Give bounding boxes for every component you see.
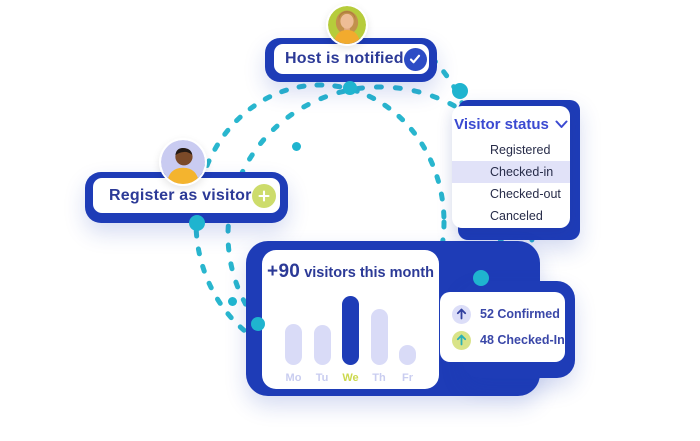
chart-title: +90 visitors this month	[262, 261, 439, 283]
stats-card: 52 Confirmed 48 Checked-In	[440, 292, 565, 362]
flow-node-status	[452, 83, 468, 99]
bar-label: We	[342, 372, 359, 384]
status-option-checked-out[interactable]: Checked-out	[490, 187, 561, 201]
bar	[313, 325, 331, 365]
visitor-avatar	[159, 138, 207, 186]
status-option-registered[interactable]: Registered	[490, 143, 551, 157]
arrow-up-icon	[452, 330, 471, 350]
visitors-chart-card: +90 visitors this month Mo Tu We Th Fr	[262, 250, 439, 389]
flow-node-register	[189, 215, 205, 231]
bar-column-mo: Mo	[285, 324, 302, 385]
bar	[342, 296, 359, 365]
stat-text: 52 Confirmed	[480, 307, 560, 321]
host-notified-inner[interactable]: Host is notified	[274, 44, 429, 74]
bar	[399, 345, 416, 365]
bar-label: Tu	[315, 372, 329, 384]
stat-row: 52 Confirmed	[452, 304, 565, 324]
flow-node-stats	[473, 270, 489, 286]
bar-label: Th	[372, 372, 386, 384]
bar-column-th: Th	[370, 309, 388, 385]
flow-node-small-2	[228, 297, 237, 306]
bar	[370, 309, 388, 365]
stat-row: 48 Checked-In	[452, 330, 565, 350]
host-avatar	[326, 4, 368, 46]
bar-chart: Mo Tu We Th Fr	[285, 290, 416, 385]
plus-icon[interactable]	[251, 183, 276, 208]
visitor-status-title: Visitor status	[454, 115, 549, 133]
status-option-canceled[interactable]: Canceled	[490, 209, 543, 223]
check-icon	[403, 47, 427, 71]
bar-column-tu: Tu	[313, 325, 331, 385]
flow-node-small-1	[292, 142, 301, 151]
chart-title-rest: visitors this month	[300, 265, 434, 281]
bar-label: Mo	[285, 372, 302, 384]
bar-label: Fr	[402, 372, 413, 384]
chevron-down-icon	[555, 120, 568, 129]
arrow-up-icon	[452, 304, 471, 324]
visitor-status-header[interactable]: Visitor status	[452, 106, 570, 139]
flow-node-host	[343, 81, 357, 95]
stat-text: 48 Checked-In	[480, 333, 565, 347]
host-notified-label: Host is notified	[285, 50, 404, 67]
flow-node-chart	[251, 317, 265, 331]
bar	[285, 324, 302, 365]
bar-column-fr: Fr	[399, 345, 416, 385]
bar-column-we: We	[342, 296, 359, 385]
register-visitor-inner[interactable]: Register as visitor	[93, 178, 280, 213]
chart-title-value: +90	[267, 261, 301, 282]
status-option-checked-in[interactable]: Checked-in	[452, 161, 570, 183]
register-visitor-label: Register as visitor	[109, 186, 252, 204]
